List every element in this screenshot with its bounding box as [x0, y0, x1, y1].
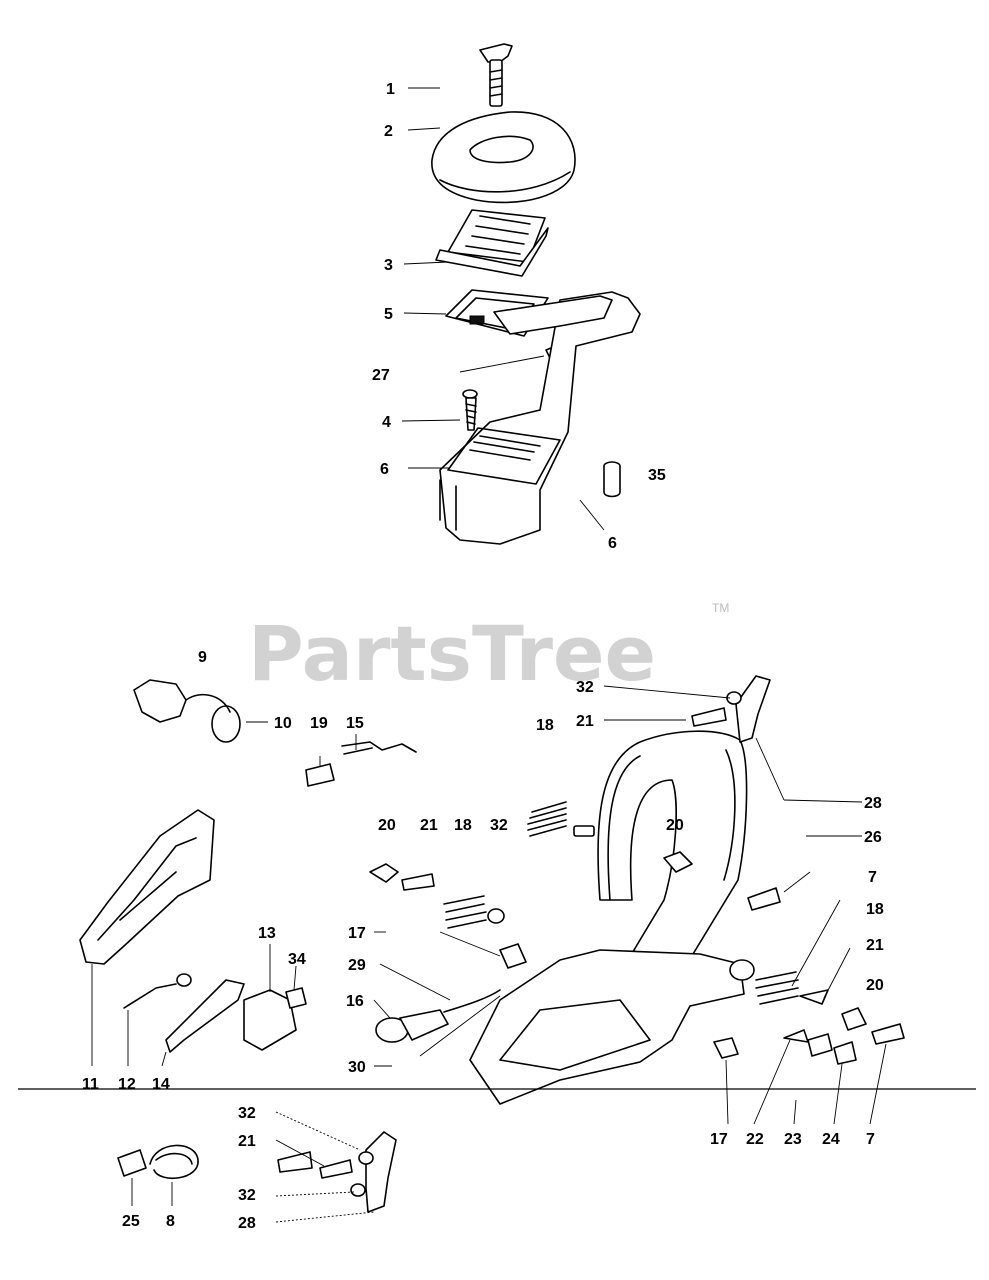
part-small-plate [285, 987, 307, 1009]
callout-12: 12 [118, 1076, 136, 1093]
callout-7-top: 7 [868, 869, 877, 886]
callout-32-bottom-b: 32 [238, 1187, 256, 1204]
callout-32-mid: 32 [490, 817, 508, 834]
part-bolt-a [369, 863, 399, 883]
part-pad [305, 763, 335, 787]
part-cap [833, 1041, 857, 1065]
callout-22: 22 [746, 1131, 764, 1148]
callout-13: 13 [258, 925, 276, 942]
part-bolt-f [871, 1023, 905, 1045]
part-spring-assembly [117, 1144, 199, 1179]
callout-20-mid: 20 [378, 817, 396, 834]
callout-30: 30 [348, 1059, 366, 1076]
callout-25: 25 [122, 1213, 140, 1230]
callout-15: 15 [346, 715, 364, 732]
callout-17-bottom: 17 [710, 1131, 728, 1148]
part-spring-upper [527, 801, 595, 837]
part-bracket-top [735, 675, 771, 743]
callout-18-top: 18 [536, 717, 554, 734]
callout-21-top: 21 [576, 713, 594, 730]
part-air-filter-cover [431, 111, 576, 204]
part-chassis [469, 949, 755, 1105]
callout-6-top: 6 [380, 461, 389, 478]
callout-14: 14 [152, 1076, 170, 1093]
callout-20-handle: 20 [666, 817, 684, 834]
part-rear-handle [79, 809, 215, 965]
callout-26: 26 [864, 829, 882, 846]
part-sleeve [603, 461, 621, 498]
part-trigger-lever [165, 979, 245, 1053]
part-top-housing [439, 291, 641, 545]
part-spring-wire [341, 741, 417, 755]
part-knob-screw [479, 43, 513, 107]
part-pin [783, 1029, 809, 1043]
leader-lines [91, 87, 887, 1223]
callout-27: 27 [372, 367, 390, 384]
callout-9: 9 [198, 649, 207, 666]
callout-21-bottom: 21 [238, 1133, 256, 1150]
part-boot-b [713, 1037, 739, 1059]
part-threaded-insert [807, 1033, 833, 1057]
part-ignition-plug [375, 989, 501, 1043]
part-spring-right [755, 971, 829, 1005]
part-screw [462, 389, 478, 431]
callout-6-side: 6 [608, 535, 617, 552]
part-air-filter [435, 209, 549, 277]
callout-28-bottom: 28 [238, 1215, 256, 1232]
callout-4: 4 [382, 414, 391, 431]
callout-17-left: 17 [348, 925, 366, 942]
callout-32-top: 32 [576, 679, 594, 696]
callout-10: 10 [274, 715, 292, 732]
part-bolt-c [663, 851, 693, 873]
callout-24: 24 [822, 1131, 840, 1148]
part-spring-lever [123, 973, 192, 1009]
callout-16: 16 [346, 993, 364, 1010]
callout-21-mid: 21 [420, 817, 438, 834]
callout-18-right: 18 [866, 901, 884, 918]
callout-3: 3 [384, 257, 393, 274]
part-boot-a [499, 943, 527, 969]
callout-7-bottom: 7 [866, 1131, 875, 1148]
part-choke-knob [133, 679, 231, 723]
callout-11: 11 [82, 1076, 99, 1093]
watermark-text: PartsTree [248, 609, 656, 698]
callout-21-right: 21 [866, 937, 884, 954]
callout-23: 23 [784, 1131, 802, 1148]
part-bolt-e [841, 1007, 867, 1031]
callout-5: 5 [384, 306, 393, 323]
callout-18-mid: 18 [454, 817, 472, 834]
callout-8: 8 [166, 1213, 175, 1230]
part-o-ring [211, 705, 241, 743]
part-bolt-b [401, 873, 435, 891]
callout-34: 34 [288, 951, 306, 968]
callout-35: 35 [648, 467, 666, 484]
callout-28-top: 28 [864, 795, 882, 812]
watermark-trademark: TM [712, 601, 729, 615]
part-spring-mid [443, 895, 505, 929]
part-bolt-d [747, 887, 781, 911]
callout-2: 2 [384, 123, 393, 140]
callout-labels: 1 2 3 5 27 4 6 6 35 9 10 19 15 32 21 18 … [82, 81, 884, 1232]
callout-20-right: 20 [866, 977, 884, 994]
callout-1: 1 [386, 81, 395, 98]
callout-32-bottom-a: 32 [238, 1105, 256, 1122]
callout-29: 29 [348, 957, 366, 974]
part-bracket-bottom [277, 1131, 397, 1213]
part-screw-top [691, 707, 727, 727]
callout-19: 19 [310, 715, 328, 732]
